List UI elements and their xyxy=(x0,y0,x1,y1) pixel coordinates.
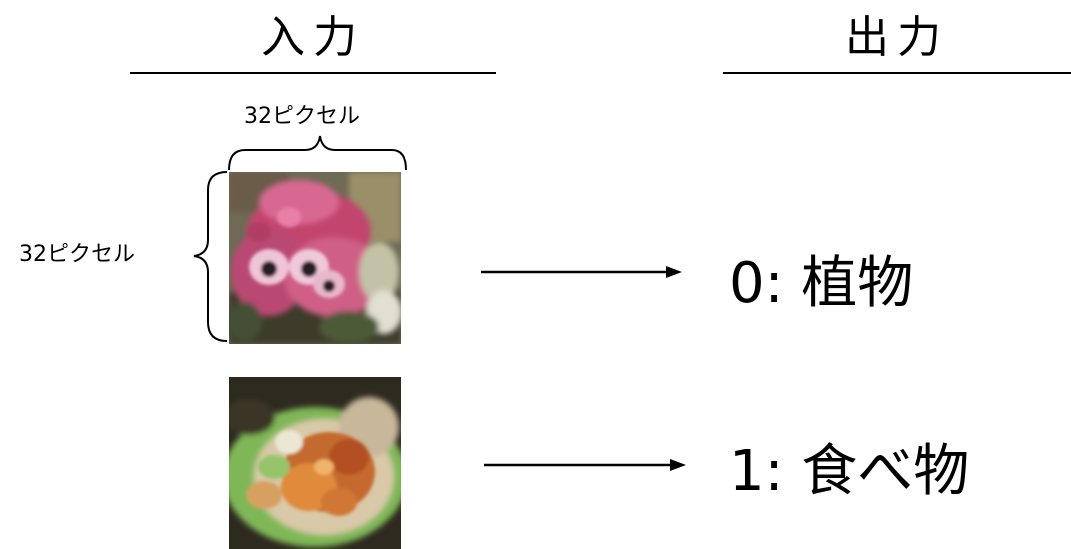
image-width-label: 32ピクセル xyxy=(244,104,360,129)
food-image xyxy=(229,377,401,549)
arrow-food xyxy=(484,459,686,471)
image-height-label: 32ピクセル xyxy=(19,242,135,267)
output-heading: 出力 xyxy=(845,12,949,63)
output-label-plant: 0: 植物 xyxy=(729,251,914,316)
height-brace xyxy=(193,171,228,342)
arrow-flower xyxy=(481,266,682,278)
input-heading: 入力 xyxy=(261,12,365,63)
output-label-food: 1: 食べ物 xyxy=(729,439,970,504)
width-brace xyxy=(228,135,407,171)
input-heading-underline xyxy=(130,72,496,74)
output-heading-underline xyxy=(723,72,1071,74)
flower-image xyxy=(229,172,401,344)
